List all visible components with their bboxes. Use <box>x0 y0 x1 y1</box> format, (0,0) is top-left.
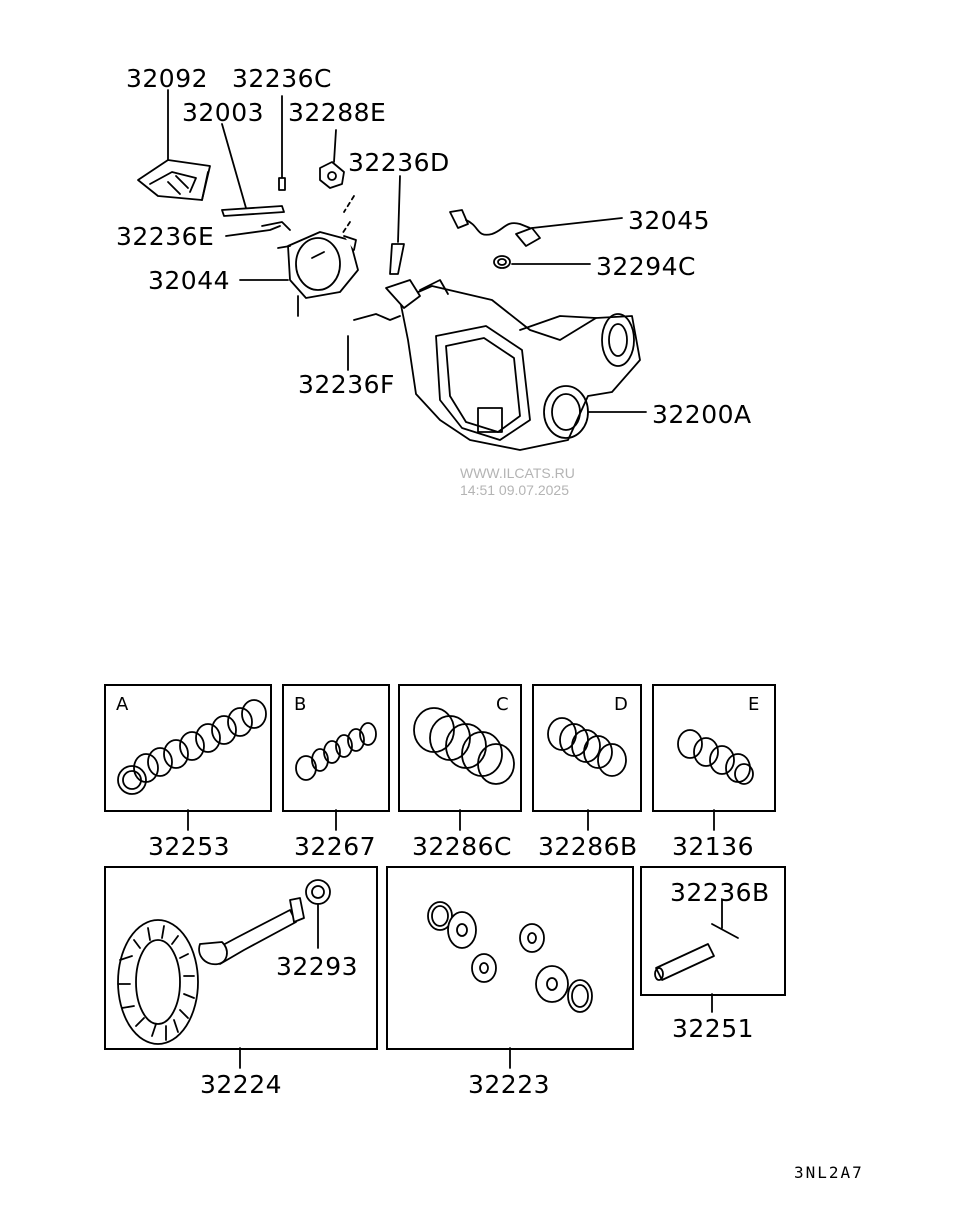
kit-letter-d: D <box>614 694 628 715</box>
kit-box-c[interactable] <box>398 684 522 812</box>
kit-letter-a: A <box>116 694 129 715</box>
label-32236D[interactable]: 32236D <box>348 148 450 177</box>
label-32045[interactable]: 32045 <box>628 206 711 235</box>
label-32044[interactable]: 32044 <box>148 266 231 295</box>
washer-32294C-drawing <box>493 255 591 269</box>
label-32092[interactable]: 32092 <box>126 64 209 93</box>
kit-box-a[interactable] <box>104 684 272 812</box>
label-32236F[interactable]: 32236F <box>298 370 395 399</box>
kit-box-b[interactable] <box>282 684 390 812</box>
rings-32136-drawing <box>677 729 754 785</box>
label-32223[interactable]: 32223 <box>468 1070 551 1099</box>
label-32236E[interactable]: 32236E <box>116 222 215 251</box>
sensor-32045-drawing <box>449 209 623 247</box>
kit-letter-b: B <box>294 694 307 715</box>
bracket-32092-drawing <box>137 159 211 201</box>
watermark-timestamp: 14:51 09.07.2025 <box>460 482 569 498</box>
label-32136[interactable]: 32136 <box>672 832 755 861</box>
label-32293[interactable]: 32293 <box>276 952 359 981</box>
label-32224[interactable]: 32224 <box>200 1070 283 1099</box>
actuator-32044-drawing <box>277 231 359 317</box>
kit-box-d[interactable] <box>532 684 642 812</box>
label-32286B[interactable]: 32286B <box>538 832 638 861</box>
label-32236C[interactable]: 32236C <box>232 64 332 93</box>
label-32286C[interactable]: 32286C <box>412 832 512 861</box>
label-32200A[interactable]: 32200A <box>652 400 752 429</box>
diff-gears-32223-drawing <box>427 901 593 1013</box>
bolt-32236C-drawing <box>278 95 286 191</box>
clip-32236F-drawing <box>347 313 401 371</box>
label-32253[interactable]: 32253 <box>148 832 231 861</box>
kit-box-e[interactable] <box>652 684 776 812</box>
nut-32288E-drawing <box>319 129 355 235</box>
pin-32236D-drawing <box>389 175 405 275</box>
rings-32267-drawing <box>295 722 377 781</box>
strap-32003-drawing <box>221 205 285 217</box>
label-32294C[interactable]: 32294C <box>596 252 696 281</box>
label-32267[interactable]: 32267 <box>294 832 377 861</box>
carrier-32200A-drawing <box>385 279 647 451</box>
label-32236B[interactable]: 32236B <box>670 878 770 907</box>
rings-32286C-drawing <box>413 707 515 785</box>
rings-32286B-drawing <box>547 717 627 777</box>
rings-32253-drawing <box>117 699 267 795</box>
clip-32236E-drawing <box>225 221 291 237</box>
pinion-shaft-box[interactable] <box>640 866 786 996</box>
label-32003[interactable]: 32003 <box>182 98 265 127</box>
diagram-code: 3NL2A7 <box>794 1163 864 1182</box>
label-32251[interactable]: 32251 <box>672 1014 755 1043</box>
label-32288E[interactable]: 32288E <box>288 98 387 127</box>
watermark-site: WWW.ILCATS.RU <box>460 465 575 481</box>
ring-pinion-32224-drawing <box>117 879 331 1045</box>
kit-letter-c: C <box>496 694 509 715</box>
shaft-32251-drawing <box>654 899 739 981</box>
differential-gears-box[interactable] <box>386 866 634 1050</box>
gear-set-box[interactable] <box>104 866 378 1050</box>
kit-letter-e: E <box>748 694 760 715</box>
